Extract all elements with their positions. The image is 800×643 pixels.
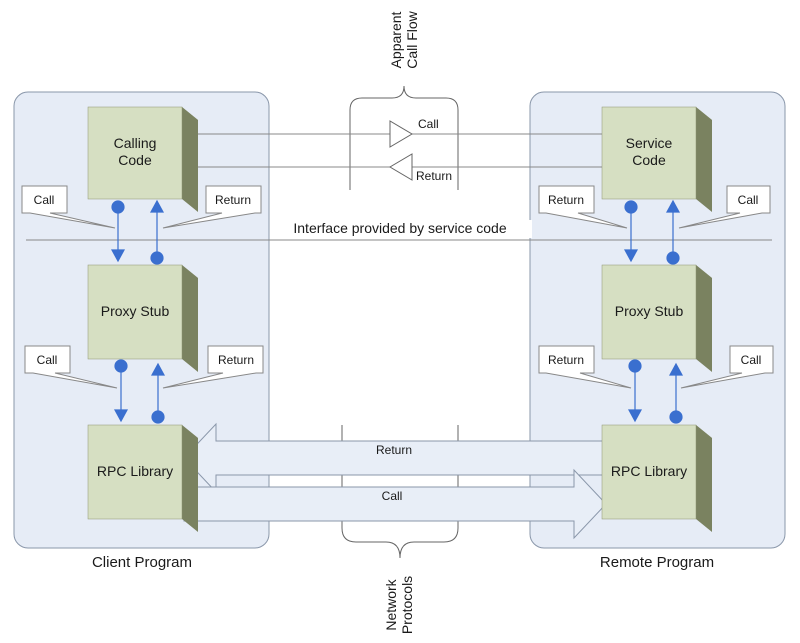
- server-rpc-library-label: RPC Library: [611, 463, 687, 479]
- service-code-label-2: Code: [632, 152, 666, 168]
- interface-label: Interface provided by service code: [293, 220, 506, 236]
- apparent-call-arrowhead: [389, 120, 413, 148]
- server-callout-return-mid: Return: [538, 345, 632, 389]
- apparent-call-flow-label-1: Apparent: [388, 11, 404, 68]
- network-return-arrow: [183, 422, 605, 494]
- apparent-call-flow-brace: [349, 85, 459, 190]
- svg-text:Return: Return: [548, 193, 584, 207]
- network-return-label: Return: [376, 443, 412, 457]
- client-rpc-library-box: RPC Library: [87, 424, 198, 532]
- network-protocols-label-2: Protocols: [399, 576, 415, 634]
- remote-program-title: Remote Program: [600, 554, 714, 571]
- server-callout-call-mid: Call: [680, 345, 774, 389]
- server-callout-call-top: Call: [678, 185, 771, 229]
- network-protocols-label-1: Network: [383, 578, 399, 630]
- apparent-return-label: Return: [416, 169, 452, 183]
- svg-text:Return: Return: [218, 353, 254, 367]
- client-callout-call-top: Call: [21, 185, 116, 229]
- server-proxy-stub-label: Proxy Stub: [615, 303, 684, 319]
- client-callout-return-mid: Return: [162, 345, 264, 389]
- client-program-title: Client Program: [92, 554, 192, 571]
- client-callout-return-top: Return: [162, 185, 262, 229]
- calling-code-label-2: Code: [118, 152, 152, 168]
- client-connectors: [110, 199, 166, 424]
- apparent-call-label: Call: [418, 117, 439, 131]
- client-proxy-stub-box: Proxy Stub: [87, 264, 198, 372]
- server-connectors: [623, 199, 684, 424]
- network-protocols-brace: [341, 425, 459, 559]
- client-callout-call-mid: Call: [24, 345, 118, 389]
- apparent-call-flow-label-2: Call Flow: [404, 10, 420, 68]
- svg-text:Call: Call: [738, 193, 759, 207]
- calling-code-label-1: Calling: [114, 135, 157, 151]
- network-call-label: Call: [382, 489, 403, 503]
- server-proxy-stub-box: Proxy Stub: [601, 264, 712, 372]
- service-code-label-1: Service: [626, 135, 673, 151]
- calling-code-box: Calling Code: [87, 106, 198, 212]
- client-rpc-library-label: RPC Library: [97, 463, 173, 479]
- client-proxy-stub-label: Proxy Stub: [101, 303, 170, 319]
- apparent-return-arrowhead: [389, 153, 413, 181]
- server-callout-return-top: Return: [538, 185, 628, 229]
- service-code-box: Service Code: [601, 106, 712, 212]
- server-rpc-library-box: RPC Library: [601, 424, 712, 532]
- network-call-arrow: [183, 468, 607, 540]
- svg-text:Return: Return: [215, 193, 251, 207]
- svg-text:Call: Call: [741, 353, 762, 367]
- svg-text:Return: Return: [548, 353, 584, 367]
- svg-text:Call: Call: [34, 193, 55, 207]
- svg-text:Call: Call: [37, 353, 58, 367]
